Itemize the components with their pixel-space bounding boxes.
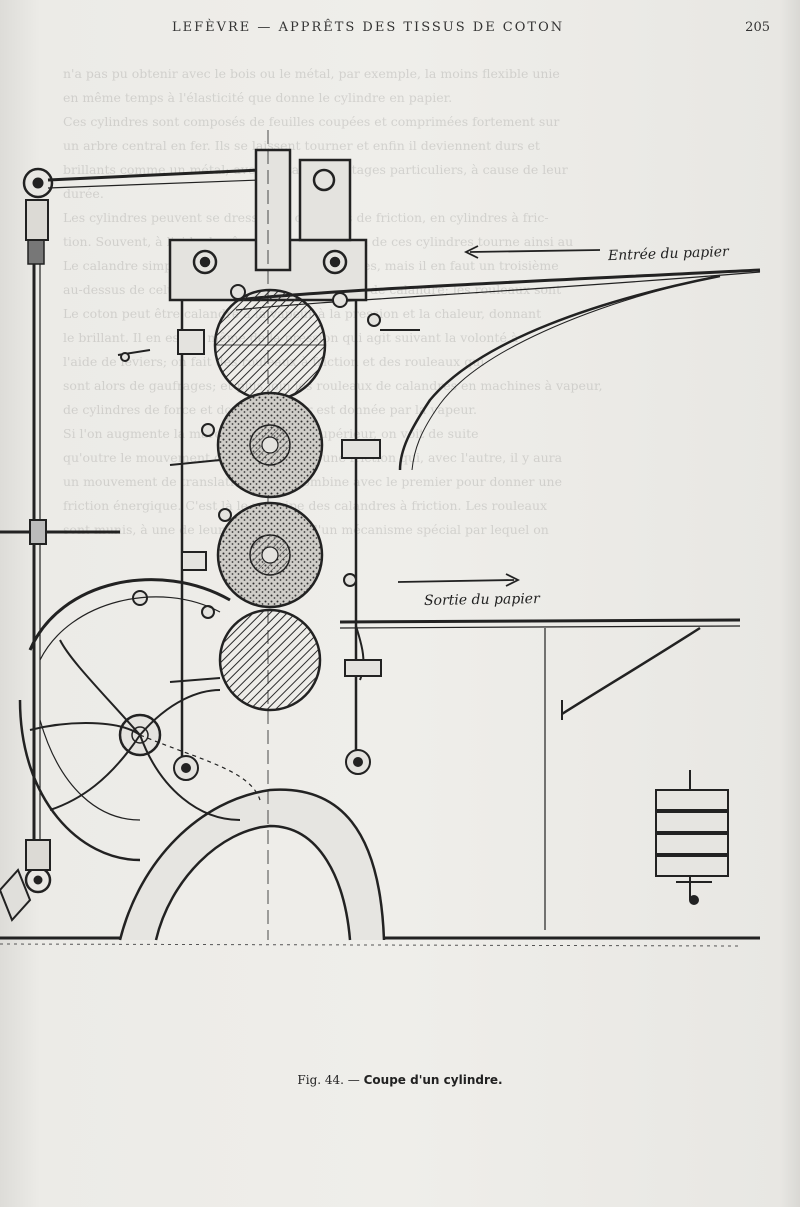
flywheel [18,578,261,862]
bleed-line: un mouvement de translation qui se combi… [63,474,563,489]
cylinder-paper-2 [216,501,324,609]
label-paper-exit: Sortie du papier [423,590,540,610]
left-control-rod [0,167,261,922]
weight-stack [655,770,729,905]
page-number: 205 [745,20,770,35]
running-head: LEFÈVRE — APPRÊTS DES TISSUS DE COTON 20… [0,20,800,44]
bleed-line: durée. [63,186,104,201]
technical-drawing [0,60,800,1070]
bleed-line: en même temps à l'élasticité que donne l… [63,90,453,105]
caption-title: Coupe d'un cylindre. [363,1073,503,1087]
caption-number: Fig. 44. — [297,1073,360,1087]
machine-frame [118,130,386,941]
cylinder-paper-1 [216,391,324,499]
figure-caption: Fig. 44. — Coupe d'un cylindre. [0,1073,800,1087]
bleed-line: n'a pas pu obtenir avec le bois ou le mé… [63,66,560,81]
bleed-line: friction énergique. C'est là le principe… [63,498,548,513]
cylinder-section-drawing [0,130,761,947]
lower-paper-table [339,618,741,930]
bearings [117,284,381,781]
cylinder-bottom [218,608,322,712]
running-title: LEFÈVRE — APPRÊTS DES TISSUS DE COTON [172,20,565,35]
bleed-line: Ces cylindres sont composés de feuilles … [63,114,560,129]
cylinder-top [213,288,327,402]
bleed-line: un arbre central en fer. Ils se laissent… [63,138,540,153]
bleed-line: sont alors de gaufrages; et plus loin le… [63,378,603,393]
entry-arrow [463,245,601,259]
exit-arrow [397,573,521,587]
